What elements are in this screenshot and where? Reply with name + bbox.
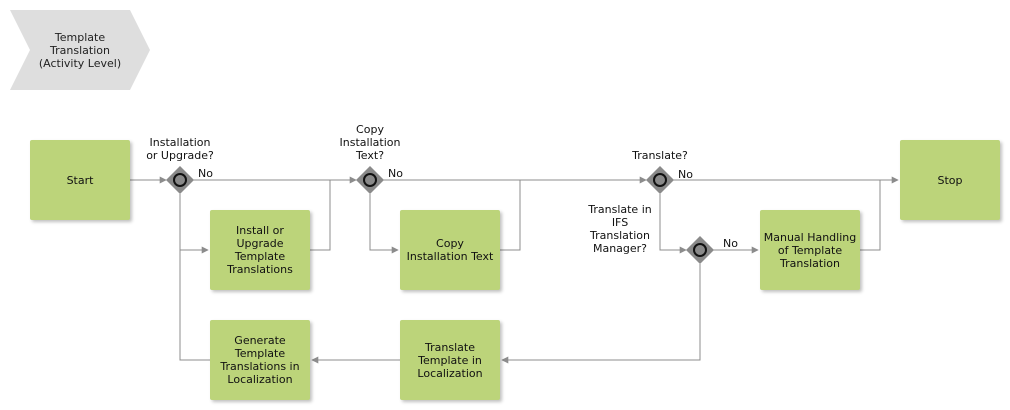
edge-copy-g3 (500, 180, 521, 251)
task-manual-handling[interactable]: Manual Handling of Template Translation (760, 210, 860, 290)
task-translate-template[interactable]: Translate Template in Localization (400, 320, 500, 400)
edge-g2-copy (369, 194, 399, 254)
process-title: Template Translation (Activity Level) (38, 31, 122, 70)
edge-g3-g4 (659, 194, 687, 254)
edge-generate-loop (179, 250, 210, 361)
edge-label-no: No (723, 237, 738, 250)
edge-g4-translate (501, 264, 701, 364)
start-event[interactable]: Start (30, 140, 130, 220)
gateway-label-installation: Installation or Upgrade? (146, 136, 214, 162)
gateway-translate (646, 166, 674, 194)
task-generate-translations[interactable]: Generate Template Translations in Locali… (210, 320, 310, 400)
gateway-label-translate: Translate? (632, 149, 688, 162)
stop-event[interactable]: Stop (900, 140, 1000, 220)
gateway-translation-manager (686, 236, 714, 264)
title-chevron (10, 10, 150, 90)
task-copy-installation-text[interactable]: Copy Installation Text (400, 210, 500, 290)
task-install-upgrade[interactable]: Install or Upgrade Template Translations (210, 210, 310, 290)
gateway-installation (166, 166, 194, 194)
edge-label-no: No (388, 167, 403, 180)
edge-g1-install (179, 194, 209, 254)
gateway-copy-text (356, 166, 384, 194)
edge-manual-stop (860, 180, 881, 251)
edge-label-no: No (678, 168, 693, 181)
gateway-label-translation-manager: Translate in IFS Translation Manager? (588, 203, 652, 255)
edge-install-g2 (310, 180, 331, 251)
edge-label-no: No (198, 167, 213, 180)
gateway-label-copy-text: Copy Installation Text? (339, 123, 401, 162)
